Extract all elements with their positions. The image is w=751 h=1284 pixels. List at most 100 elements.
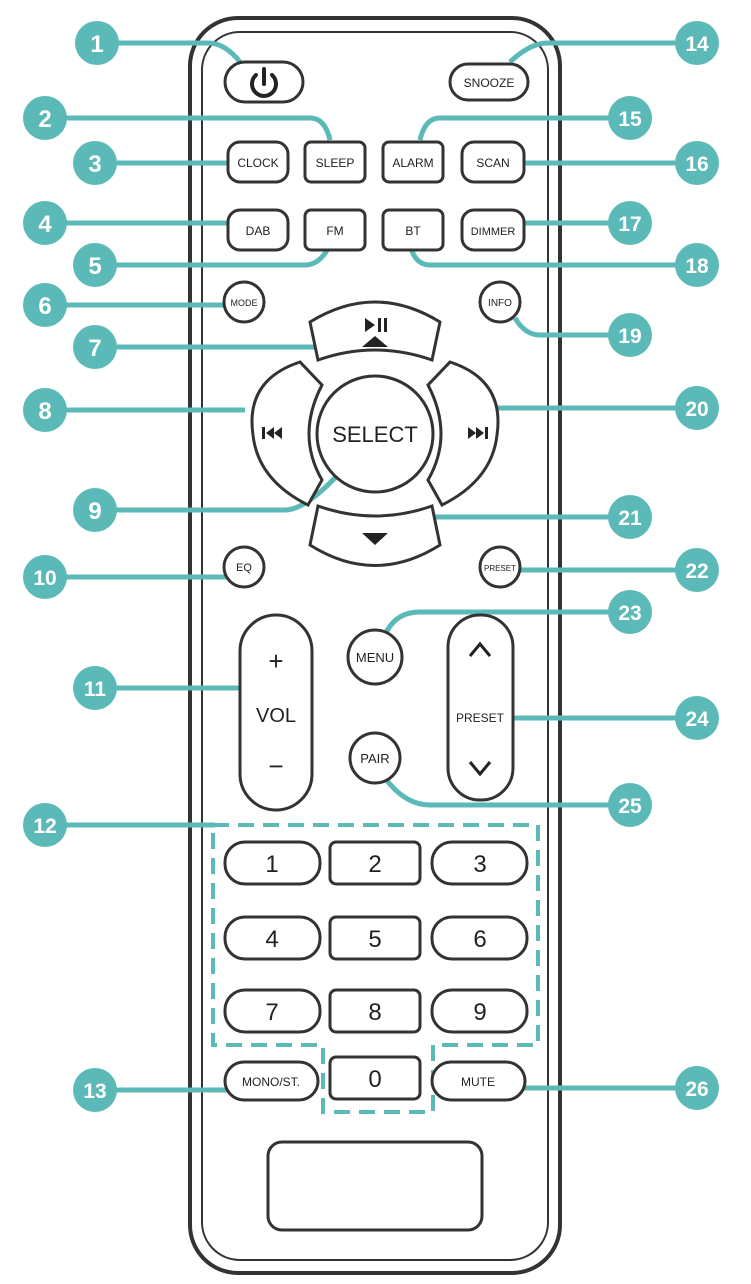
skip-back-icon: [262, 427, 282, 439]
callout-number: 5: [88, 253, 101, 280]
key-label: 8: [368, 999, 381, 1026]
preset-rocker[interactable]: PRESET: [446, 613, 515, 802]
mode-button[interactable]: MODE: [222, 280, 266, 324]
mono-stereo-button[interactable]: MONO/ST.: [223, 1060, 320, 1102]
callout-number: 6: [38, 293, 51, 320]
snooze-label: SNOOZE: [464, 76, 515, 90]
preset-up-icon: [468, 641, 492, 657]
volume-rocker[interactable]: + VOL −: [238, 613, 314, 812]
volume-down-label: −: [268, 751, 283, 781]
callout-number: 24: [685, 708, 709, 731]
callout-14: 14: [675, 21, 719, 65]
key-label: 6: [473, 926, 486, 953]
pair-label: PAIR: [360, 751, 389, 766]
callout-number: 12: [33, 815, 56, 838]
up-play-pause-button[interactable]: [308, 300, 442, 362]
eq-label: EQ: [236, 562, 252, 574]
bt-button[interactable]: BT: [381, 208, 445, 252]
callout-8: 8: [23, 388, 67, 432]
eq-button[interactable]: EQ: [222, 545, 266, 589]
key-label: 1: [265, 851, 278, 878]
key-9[interactable]: 9: [430, 988, 529, 1034]
fm-button[interactable]: FM: [303, 208, 367, 252]
callout-number: 23: [618, 602, 641, 625]
key-4[interactable]: 4: [223, 915, 322, 961]
callout-number: 13: [83, 1080, 106, 1103]
up-arrow-icon: [362, 336, 388, 347]
callout-23: 23: [608, 590, 652, 634]
callout-number: 20: [685, 398, 708, 421]
play-pause-icon: [365, 318, 387, 332]
callout-badges: 1 2 3 4 5 6 7 8 9 10 11 12 13 14 15 16 1…: [23, 21, 719, 1112]
callout-number: 19: [618, 325, 641, 348]
preset-small-label: PRESET: [484, 564, 516, 573]
previous-button[interactable]: [250, 360, 324, 507]
key-label: 3: [473, 851, 486, 878]
mute-label: MUTE: [461, 1075, 495, 1089]
callout-3: 3: [73, 141, 117, 185]
down-button[interactable]: [308, 504, 442, 567]
key-6[interactable]: 6: [430, 915, 529, 961]
key-label: 2: [368, 851, 381, 878]
key-5[interactable]: 5: [328, 915, 422, 961]
dab-button[interactable]: DAB: [226, 208, 290, 252]
down-arrow-icon: [362, 533, 388, 545]
callout-number: 10: [33, 567, 56, 590]
menu-button[interactable]: MENU: [346, 628, 404, 686]
key-label: 9: [473, 999, 486, 1026]
callout-10: 10: [23, 555, 67, 599]
callout-11: 11: [73, 666, 117, 710]
callout-6: 6: [23, 283, 67, 327]
callout-1: 1: [75, 21, 119, 65]
callout-number: 22: [685, 560, 708, 583]
key-label: 0: [368, 1066, 381, 1093]
key-3[interactable]: 3: [430, 840, 529, 886]
callout-5: 5: [73, 243, 117, 287]
callout-2: 2: [23, 96, 67, 140]
callout-number: 14: [685, 33, 709, 56]
clock-button[interactable]: CLOCK: [226, 140, 290, 184]
callout-12: 12: [23, 803, 67, 847]
callout-24: 24: [675, 696, 719, 740]
dimmer-label: DIMMER: [471, 226, 516, 238]
key-1[interactable]: 1: [223, 840, 322, 886]
info-button[interactable]: INFO: [478, 280, 522, 324]
callout-17: 17: [608, 201, 652, 245]
callout-number: 17: [618, 213, 641, 236]
key-7[interactable]: 7: [223, 988, 322, 1034]
callout-lines: [45, 40, 697, 1093]
preset-small-button[interactable]: PRESET: [478, 545, 522, 589]
key-2[interactable]: 2: [328, 840, 422, 886]
callout-9: 9: [73, 488, 117, 532]
info-label: INFO: [488, 298, 512, 309]
sleep-button[interactable]: SLEEP: [303, 140, 367, 184]
key-label: 7: [265, 999, 278, 1026]
mono-stereo-label: MONO/ST.: [242, 1075, 300, 1089]
next-button[interactable]: [426, 360, 500, 507]
callout-number: 9: [88, 498, 101, 525]
key-0[interactable]: 0: [328, 1055, 422, 1101]
sleep-label: SLEEP: [316, 156, 355, 170]
scan-button[interactable]: SCAN: [460, 140, 526, 184]
key-8[interactable]: 8: [328, 988, 422, 1034]
callout-number: 21: [618, 507, 642, 530]
callout-number: 8: [38, 398, 51, 425]
callout-number: 7: [88, 335, 101, 362]
callout-15: 15: [608, 96, 652, 140]
callout-13: 13: [73, 1068, 117, 1112]
snooze-button[interactable]: SNOOZE: [448, 62, 530, 102]
key-label: 5: [368, 926, 381, 953]
callout-number: 18: [685, 255, 709, 278]
select-button[interactable]: SELECT: [315, 374, 435, 494]
scan-label: SCAN: [476, 156, 509, 170]
alarm-button[interactable]: ALARM: [381, 140, 445, 184]
pair-button[interactable]: PAIR: [348, 731, 402, 785]
callout-number: 15: [618, 108, 642, 131]
callout-4: 4: [23, 201, 67, 245]
power-button[interactable]: [223, 60, 305, 104]
callout-21: 21: [608, 495, 652, 539]
mute-button[interactable]: MUTE: [430, 1060, 527, 1102]
dimmer-button[interactable]: DIMMER: [460, 208, 526, 252]
alarm-label: ALARM: [392, 156, 433, 170]
